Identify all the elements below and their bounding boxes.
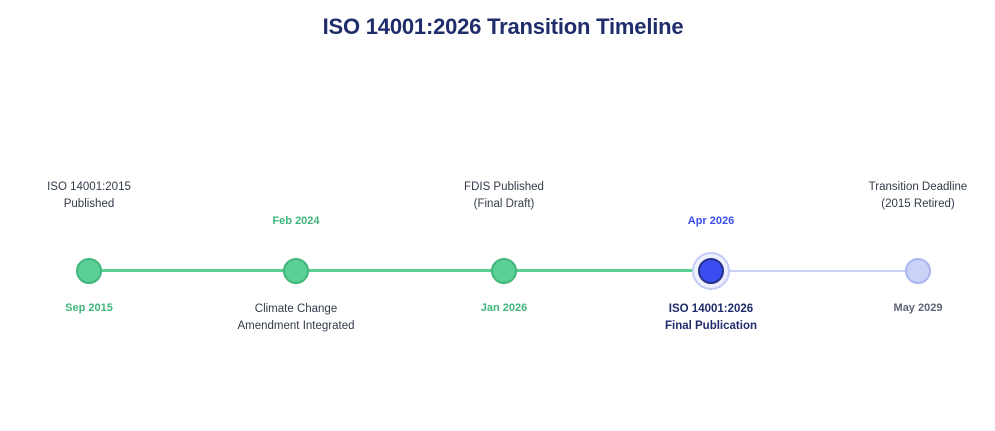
milestone-label: ISO 14001:2026 Final Publication <box>664 303 757 332</box>
milestone-marker <box>283 258 309 284</box>
milestone-date: Jan 2026 <box>480 302 528 314</box>
milestone-label: FDIS Published (Final Draft) <box>464 181 544 210</box>
milestone-marker <box>491 258 517 284</box>
milestone-marker-current <box>698 258 724 284</box>
page-title: ISO 14001:2026 Transition Timeline <box>322 14 684 39</box>
milestone-date: May 2029 <box>893 302 943 314</box>
milestone-label: Climate Change Amendment Integrated <box>237 303 355 332</box>
milestone-label: Transition Deadline (2015 Retired) <box>868 181 968 210</box>
milestone-label: ISO 14001:2015 Published <box>47 181 131 210</box>
timeline-track-upcoming <box>711 270 918 272</box>
milestone-marker <box>905 258 931 284</box>
timeline-track-completed <box>89 269 711 272</box>
milestone-date: Sep 2015 <box>65 302 113 314</box>
milestone-marker <box>76 258 102 284</box>
milestone-date: Apr 2026 <box>687 215 735 227</box>
milestone-date: Feb 2024 <box>272 215 320 227</box>
